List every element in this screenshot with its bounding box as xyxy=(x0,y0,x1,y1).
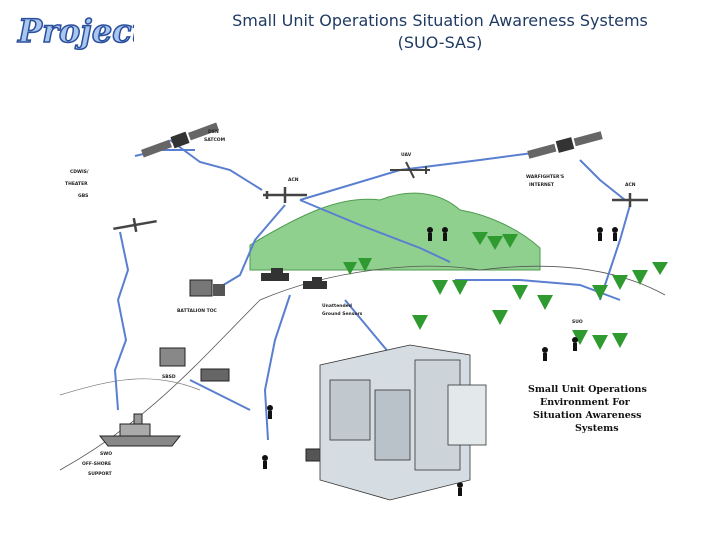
link-toc-ground xyxy=(263,294,291,441)
satellite-right xyxy=(527,131,603,159)
tree xyxy=(472,232,488,245)
tree xyxy=(487,236,503,250)
tree xyxy=(452,280,468,295)
logo-text: Projects xyxy=(17,12,134,50)
caption-line-2: Environment For xyxy=(540,397,631,408)
satellite-left xyxy=(141,122,219,158)
label-suo: SUO xyxy=(572,319,583,325)
caption-line-1: Small Unit Operations xyxy=(528,384,647,395)
sbsd-vehicle xyxy=(159,347,186,367)
coastline xyxy=(59,378,201,396)
mountain-range xyxy=(249,192,541,271)
acn-aircraft-center xyxy=(263,187,307,203)
city-buildings xyxy=(319,344,487,501)
label-cdwis: CDWIS/ xyxy=(70,169,89,175)
tank-icon xyxy=(261,268,289,281)
page-title: Small Unit Operations Situation Awarenes… xyxy=(150,10,720,54)
title-line-2: (SUO-SAS) xyxy=(397,33,483,52)
link-acn-toc xyxy=(214,204,286,291)
link-acn-sat-right xyxy=(299,149,556,201)
label-acn-right: ACN xyxy=(625,182,636,188)
title-line-1: Small Unit Operations Situation Awarenes… xyxy=(232,11,648,30)
link-sat-right-acn xyxy=(579,159,626,201)
tank-icon xyxy=(303,277,327,289)
label-internet: INTERNET xyxy=(529,182,555,188)
link-sat-acn xyxy=(169,139,263,191)
label-warfighters: WARFIGHTER'S xyxy=(526,174,564,180)
label-swo: SWO xyxy=(100,451,112,457)
tree xyxy=(592,335,608,350)
tree xyxy=(612,333,628,348)
soldiers xyxy=(262,227,618,496)
label-acn-center: ACN xyxy=(288,177,299,183)
label-sbsd: SBSD xyxy=(162,374,176,380)
projects-logo: Projects xyxy=(16,11,134,51)
ground-slope xyxy=(59,265,666,471)
label-satcom: SATCOM xyxy=(204,137,226,143)
label-sensors-1: Unattended xyxy=(322,303,352,309)
sbsd-truck xyxy=(200,368,230,382)
forest-trees xyxy=(343,232,668,350)
link-sbsd xyxy=(189,379,251,411)
tree xyxy=(592,285,608,300)
caption-line-3: Situation Awareness xyxy=(533,410,642,421)
label-uav: UAV xyxy=(401,152,412,158)
tree xyxy=(343,262,357,275)
caption-line-4: Systems xyxy=(575,423,619,434)
ship-icon xyxy=(98,413,182,447)
tree xyxy=(632,270,648,285)
label-theater: THEATER xyxy=(65,181,88,187)
tree xyxy=(358,258,372,272)
tree xyxy=(492,310,508,325)
label-battalion-toc: BATTALION TOC xyxy=(177,308,218,314)
acn-aircraft-right xyxy=(612,193,648,207)
link-left-down xyxy=(113,231,130,411)
tree xyxy=(537,295,553,310)
tree xyxy=(612,275,628,290)
label-sensors-2: Ground Sensors xyxy=(322,311,363,317)
label-off-shore: OFF-SHORE xyxy=(82,461,111,467)
tree xyxy=(572,330,588,345)
tree xyxy=(412,315,428,330)
label-gbs: GBS xyxy=(78,193,88,199)
tree xyxy=(652,262,668,275)
tree xyxy=(432,280,448,295)
link-acn-field xyxy=(299,199,451,263)
uav-icon xyxy=(390,161,430,179)
aircraft-left xyxy=(113,217,157,233)
tree xyxy=(512,285,528,300)
battalion-toc-truck xyxy=(189,279,225,297)
tree xyxy=(502,234,518,248)
label-dsn: DSN xyxy=(208,129,219,135)
label-support: SUPPORT xyxy=(88,471,113,477)
